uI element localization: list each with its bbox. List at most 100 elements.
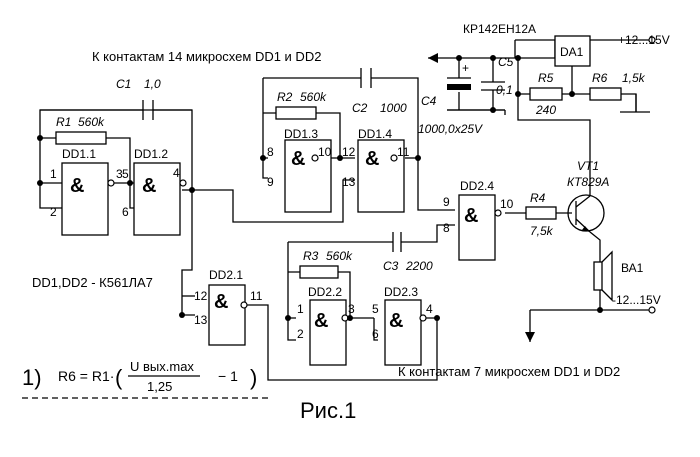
resistor-r2: R2 560k (275, 90, 327, 120)
resistor-r6: R6 1,5k (589, 71, 646, 101)
svg-text:R3: R3 (303, 249, 319, 263)
svg-text:&: & (389, 310, 403, 332)
svg-text:1: 1 (50, 167, 57, 181)
gate-dd21: & 12 13 11 DD2.1 (194, 268, 263, 346)
svg-text:11: 11 (250, 289, 263, 303)
capacitor-c1: C1 1,0 (40, 77, 192, 120)
svg-text:&: & (142, 175, 156, 197)
svg-text:2: 2 (297, 327, 304, 341)
svg-text:3: 3 (348, 302, 355, 316)
svg-text:1: 1 (297, 302, 304, 316)
svg-text:2: 2 (50, 205, 57, 219)
svg-text:4: 4 (173, 166, 180, 180)
svg-text:11: 11 (397, 145, 410, 159)
resistor-r3: R3 560k (299, 249, 353, 279)
svg-text:R1: R1 (56, 115, 71, 129)
gate-dd23: & 5 6 4 DD2.3 (372, 285, 433, 366)
supply-negative-label: -12...15V (612, 293, 661, 307)
svg-text:4: 4 (426, 302, 433, 316)
gate-dd14: & 12 13 11 DD1.4 (342, 127, 410, 213)
svg-text:ВА1: ВА1 (621, 261, 644, 275)
svg-text:C3: C3 (383, 259, 399, 273)
svg-text:DD2.4: DD2.4 (460, 179, 494, 193)
resistor-r4: R4 7,5k (525, 191, 557, 238)
svg-text:1,0: 1,0 (144, 77, 161, 91)
svg-text:560k: 560k (300, 90, 327, 104)
svg-text:1,5k: 1,5k (622, 71, 646, 85)
svg-text:C1: C1 (116, 77, 131, 91)
gate-dd12: & 5 6 4 DD1.2 (122, 147, 187, 236)
svg-text:13: 13 (342, 175, 356, 189)
transistor-vt1: VT1 КТ829А (567, 159, 609, 233)
svg-text:− 1: − 1 (218, 368, 238, 384)
svg-text:12: 12 (194, 289, 208, 303)
gate-dd13: & 8 9 10 DD1.3 (267, 127, 332, 213)
svg-text:C4: C4 (421, 94, 437, 108)
svg-text:&: & (70, 175, 84, 197)
svg-text:3: 3 (116, 167, 123, 181)
ics-note: DD1,DD2 - К561ЛА7 (32, 275, 153, 290)
capacitor-c3: C3 2200 (383, 232, 433, 273)
top-note: К контактам 14 микросхем DD1 и DD2 (92, 49, 321, 64)
svg-text:R5: R5 (538, 71, 554, 85)
svg-text:R6: R6 (592, 71, 608, 85)
svg-text:DD2.3: DD2.3 (384, 285, 418, 299)
svg-text:VT1: VT1 (577, 159, 599, 173)
svg-text:9: 9 (443, 195, 450, 209)
regulator-da1: DA1 КР142ЕН12А (463, 22, 591, 67)
svg-text:R2: R2 (277, 90, 293, 104)
junction-dots (37, 55, 603, 321)
svg-text:8: 8 (267, 145, 274, 159)
svg-text:+: + (462, 61, 469, 75)
svg-text:1000: 1000 (380, 101, 407, 115)
gate-dd22: & 1 2 3 DD2.2 (297, 285, 355, 366)
resistor-r5: R5 240 (529, 71, 563, 117)
svg-text:6: 6 (122, 205, 129, 219)
svg-text:DD1.1: DD1.1 (62, 147, 96, 161)
svg-text:C5: C5 (498, 55, 514, 69)
resistor-r1: R1 560k (55, 115, 107, 145)
svg-text:&: & (314, 310, 328, 332)
svg-text:1000,0x25V: 1000,0x25V (418, 122, 483, 136)
svg-text:DD2.2: DD2.2 (308, 285, 342, 299)
svg-text:U вых.max: U вых.max (130, 359, 194, 374)
svg-text:13: 13 (194, 313, 208, 327)
capacitor-c2: C2 1000 (350, 68, 407, 115)
supply-positive-label: +12...15V (618, 33, 670, 47)
gate-dd24: & 9 8 10 DD2.4 (443, 179, 514, 261)
svg-text:DA1: DA1 (560, 45, 584, 59)
svg-text:12: 12 (342, 145, 356, 159)
svg-text:7,5k: 7,5k (530, 224, 554, 238)
speaker-ba1: ВА1 (593, 250, 644, 302)
svg-text:9: 9 (267, 175, 274, 189)
svg-text:10: 10 (500, 197, 514, 211)
svg-text:560k: 560k (326, 249, 353, 263)
formula: 1) R6 = R1· ( U вых.max 1,25 − 1 ) (22, 359, 268, 399)
svg-text:DD1.4: DD1.4 (358, 127, 392, 141)
svg-text:5: 5 (122, 167, 129, 181)
svg-text:8: 8 (443, 221, 450, 235)
capacitor-c5: C5 0,1 (481, 55, 514, 97)
svg-text:1): 1) (22, 365, 42, 390)
svg-text:0,1: 0,1 (496, 83, 513, 97)
svg-text:560k: 560k (78, 115, 105, 129)
svg-text:10: 10 (318, 145, 332, 159)
svg-text:&: & (291, 148, 305, 170)
svg-text:(: ( (115, 365, 123, 390)
arrows (428, 53, 535, 342)
svg-text:5: 5 (372, 302, 379, 316)
svg-text:240: 240 (535, 103, 556, 117)
svg-text:R4: R4 (530, 191, 546, 205)
gate-dd11: & 1 2 3 DD1.1 (50, 147, 123, 236)
svg-text:&: & (464, 205, 478, 227)
svg-text:КР142ЕН12А: КР142ЕН12А (463, 22, 536, 36)
svg-text:): ) (250, 365, 257, 390)
terminals (648, 36, 656, 314)
figure-caption: Рис.1 (300, 398, 356, 423)
capacitor-c4: + C4 1000,0x25V (418, 61, 483, 136)
svg-text:6: 6 (372, 327, 379, 341)
svg-text:КТ829А: КТ829А (567, 175, 609, 189)
svg-text:&: & (214, 291, 228, 313)
svg-text:2200: 2200 (405, 259, 433, 273)
